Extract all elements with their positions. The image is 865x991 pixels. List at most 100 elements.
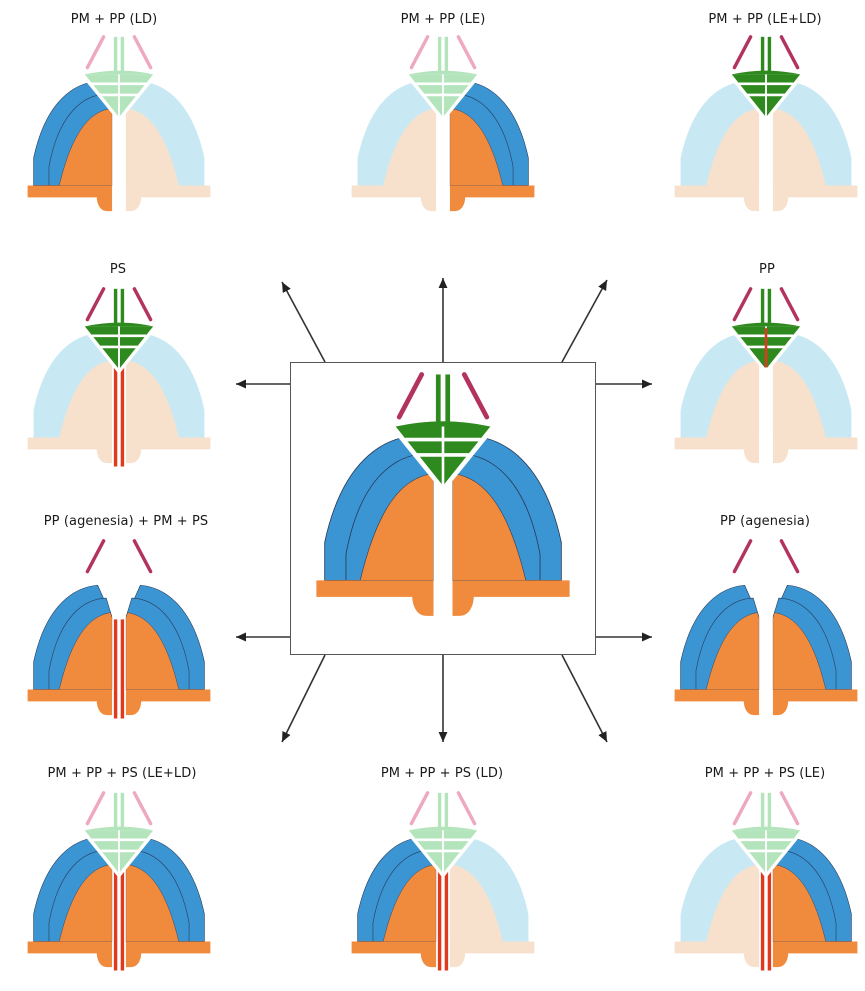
hard-palate-right: [449, 864, 503, 942]
soft-palate-right: [125, 941, 211, 968]
arrow-top-right: [561, 279, 608, 363]
palate-half-left: [674, 584, 760, 716]
premaxilla-top: [731, 826, 801, 831]
arrow-bottom-right: [561, 654, 608, 743]
vomer-right: [132, 35, 153, 70]
premaxilla-top: [84, 322, 154, 327]
vomer-left: [85, 287, 106, 322]
palate-half-right: [769, 75, 858, 212]
midline-gap: [433, 478, 453, 621]
hard-palate-left: [705, 612, 760, 690]
hard-palate-left: [382, 864, 437, 942]
septum-right: [445, 374, 451, 422]
premaxilla-top: [408, 70, 478, 75]
soft-palate-left: [316, 580, 434, 616]
hard-palate-right: [125, 108, 179, 186]
soft-palate-left: [27, 689, 113, 716]
hard-palate-right: [125, 612, 180, 690]
palate-half-right: [769, 831, 858, 968]
soft-palate-left: [674, 941, 760, 968]
soft-palate-left: [27, 941, 113, 968]
normal-palate-figure: [316, 372, 570, 621]
hard-palate-left: [58, 864, 113, 942]
hard-palate-left: [58, 108, 113, 186]
palate-figure-pm-pp-le-ld: [674, 35, 858, 215]
soft-palate-left: [27, 437, 113, 464]
palate-figure-pm-pp-le: [351, 35, 535, 215]
premaxilla-top: [84, 826, 154, 831]
septum-left: [437, 36, 442, 71]
palate-half-right: [122, 831, 211, 968]
midline-gap: [112, 112, 126, 215]
palate-half-right: [125, 584, 211, 716]
midline-cleft-right: [120, 871, 125, 971]
hard-palate-left: [706, 864, 760, 942]
premaxilla-top: [731, 322, 801, 327]
septum-right: [444, 792, 449, 827]
hard-palate-right: [452, 473, 527, 581]
premaxilla-top: [408, 826, 478, 831]
midline-gap: [436, 112, 450, 215]
vomer-right: [779, 539, 800, 574]
panel-label-pp: PP: [759, 262, 775, 277]
panel-label-ps: PS: [109, 262, 127, 277]
septum-right: [767, 36, 772, 71]
palate-figure-pp-agenesia: [674, 539, 858, 719]
palate-half-left: [351, 81, 437, 212]
midline-cleft-left: [437, 871, 442, 971]
arrow-bottom-left: [281, 654, 326, 743]
septum-left: [113, 792, 118, 827]
soft-palate-right: [125, 689, 211, 716]
midline-cleft-right: [444, 871, 449, 971]
palate-half-left: [351, 831, 440, 968]
midline-cleft-left: [760, 871, 765, 971]
vomer-right: [779, 35, 800, 70]
soft-palate-right: [449, 185, 535, 212]
panel-label-pm-pp-le-ld: PM + PP (LE+LD): [708, 12, 822, 27]
vomer-right: [456, 791, 477, 826]
septum-right: [120, 36, 125, 71]
vomer-left: [732, 35, 753, 70]
panel-label-pm-pp-le: PM + PP (LE): [400, 12, 486, 27]
palate-half-left: [674, 837, 760, 968]
hard-palate-left: [58, 612, 113, 690]
septum-left: [435, 374, 441, 422]
hard-palate-left: [706, 360, 760, 438]
soft-palate-left: [674, 185, 760, 212]
septum-left: [113, 36, 118, 71]
palate-figure-ps: [27, 287, 211, 467]
hard-palate-right: [772, 360, 826, 438]
hard-palate-right: [125, 360, 179, 438]
hard-palate-right: [772, 864, 827, 942]
soft-palate-left: [351, 185, 437, 212]
midline-gap: [759, 364, 773, 467]
septum-right: [120, 288, 125, 323]
palate-half-right: [449, 837, 535, 968]
panel-label-pm-pp-ps-le: PM + PP + PS (LE): [704, 766, 826, 781]
panel-label-pp-agenesia-pm-ps: PP (agenesia) + PM + PS: [43, 514, 209, 529]
panel-label-pp-agenesia: PP (agenesia): [719, 514, 811, 529]
hard-palate-left: [706, 108, 760, 186]
vomer-left: [85, 539, 106, 574]
premaxilla-top: [395, 421, 491, 427]
soft-palate-right: [772, 941, 858, 968]
hard-palate-left: [383, 108, 437, 186]
hard-palate-left: [359, 473, 434, 581]
soft-palate-left: [351, 941, 437, 968]
midline-gap: [759, 112, 773, 215]
hard-palate-left: [59, 360, 113, 438]
palate-half-right: [772, 333, 858, 464]
hard-palate-right: [772, 612, 827, 690]
septum-left: [760, 288, 765, 323]
septum-left: [760, 36, 765, 71]
soft-palate-right: [772, 437, 858, 464]
midline-cleft-right: [767, 871, 772, 971]
septum-left: [113, 288, 118, 323]
palate-figure-pp-agenesia-pm-ps: [27, 539, 211, 719]
hard-palate-right: [772, 108, 826, 186]
soft-palate-left: [27, 185, 113, 212]
vomer-left: [732, 287, 753, 322]
midline-gap: [759, 616, 773, 719]
soft-palate-right: [772, 185, 858, 212]
